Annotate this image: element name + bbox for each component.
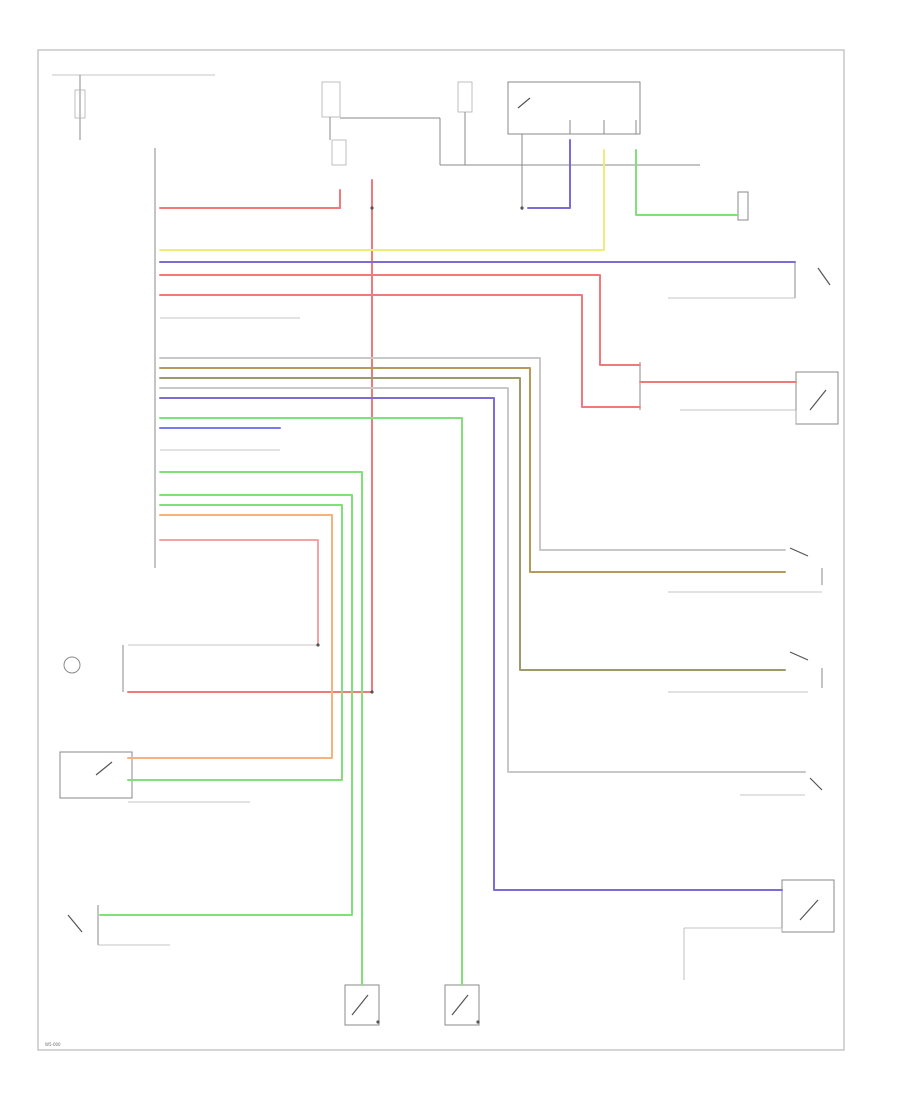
actuator-bottom-right-arm (451, 994, 469, 1016)
wire-violet-rear (159, 397, 783, 891)
control-unit-box (507, 81, 641, 135)
line-actuator-rear (684, 927, 783, 932)
power-lock-actuator-rear (781, 879, 835, 933)
wire-red-mid1 (159, 274, 641, 366)
wire-green-3 (99, 494, 353, 916)
wire-red-mid2 (159, 294, 641, 408)
junction-dot (476, 1020, 480, 1024)
junction-dot (376, 1020, 380, 1024)
wire-pink (159, 539, 319, 646)
fuse-symbol (74, 89, 86, 119)
door-key-switch-lever (817, 267, 831, 286)
actuator-bottom-right (444, 984, 480, 1026)
actuator-rear-arm (799, 899, 819, 921)
junction-dot (370, 690, 374, 694)
power-lock-actuator-front (795, 371, 839, 425)
junction-dot (370, 206, 374, 210)
control-unit-switch (517, 97, 531, 109)
wire-olive (159, 377, 786, 671)
diagram-footer-code: W5-000 (45, 1042, 61, 1047)
fuse-upper-center (321, 81, 341, 118)
wire-orange (127, 514, 333, 759)
lock-knob-switch-lever (95, 761, 113, 776)
line-actuator-front (680, 409, 797, 424)
wire-yellow (159, 149, 605, 251)
wire-green-main (159, 417, 463, 986)
door-lock-switch-lever (67, 914, 83, 933)
diagram-frame (37, 49, 845, 1051)
wire-green-top (635, 149, 739, 216)
wire-group (99, 139, 806, 986)
actuator-bottom-left (344, 984, 380, 1026)
rear-switch-lever (809, 777, 823, 791)
fuse-upper-right (457, 81, 473, 113)
wire-gray-door (159, 357, 786, 551)
wire-gray-rear (159, 387, 806, 773)
actuator-bottom-left-arm (351, 994, 369, 1016)
wire-green-4 (127, 504, 343, 781)
buzzer-symbol (63, 656, 81, 674)
door-switch-right-lever (789, 651, 809, 661)
wire-violet-unit (527, 139, 571, 209)
junction-dot (316, 643, 320, 647)
top-right-switch-body (737, 191, 749, 221)
relay-coil (331, 139, 347, 166)
wire-brown (159, 367, 786, 573)
lock-knob-switch-box (59, 751, 133, 799)
junction-dot (520, 206, 524, 210)
actuator-front-arm (809, 389, 827, 411)
wire-green-2 (159, 471, 363, 986)
door-switch-left-lever (789, 547, 809, 557)
